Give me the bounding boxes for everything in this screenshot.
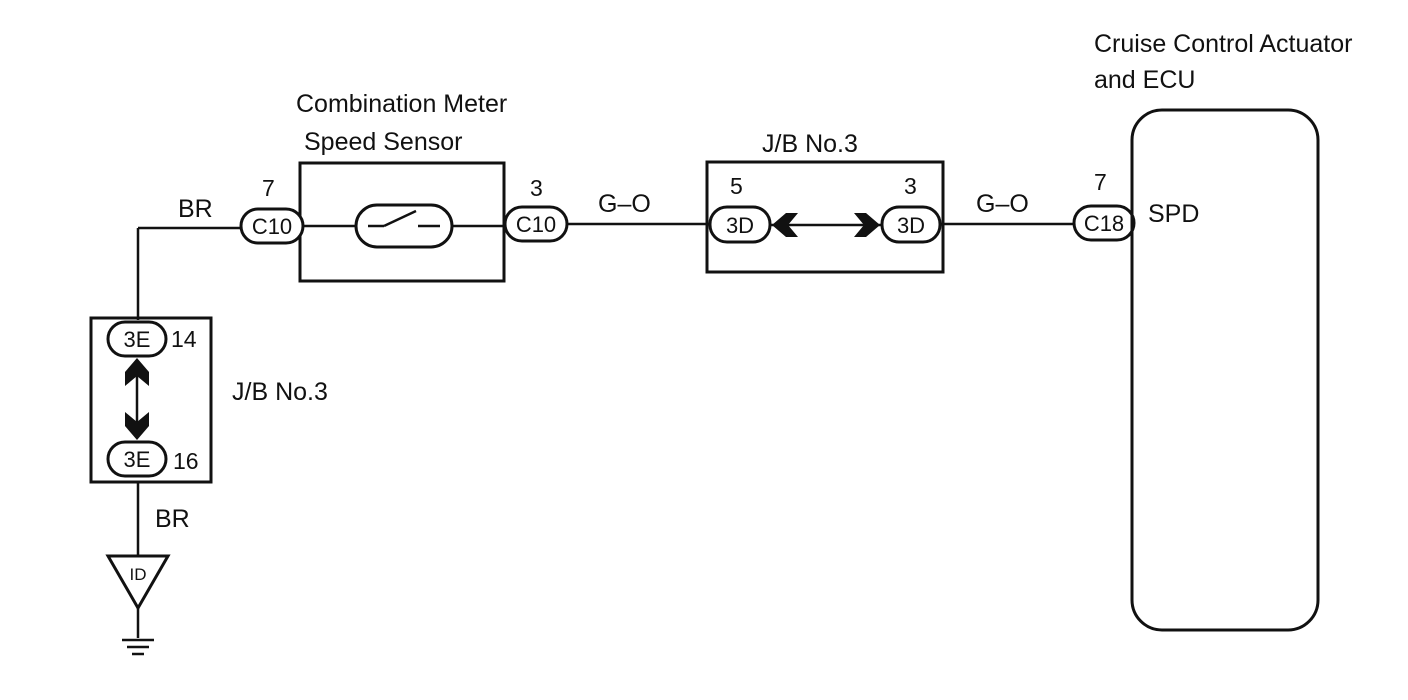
reed-switch-capsule bbox=[354, 203, 454, 249]
connector-c18-body bbox=[1072, 204, 1136, 242]
jb3d-right-arrow-icon bbox=[854, 213, 880, 237]
junction-block-top: J/B No.3 3D 5 3D 3 bbox=[705, 130, 945, 274]
connector-c18-code: C18 bbox=[1084, 211, 1124, 236]
connector-c10-right-pin: 3 bbox=[530, 175, 543, 201]
wire-label-br-top: BR bbox=[178, 195, 213, 223]
connector-c10-right-body bbox=[503, 205, 569, 243]
reed-switch-blade bbox=[383, 209, 417, 228]
connector-jb3e-bottom-body bbox=[106, 440, 168, 478]
ground-triangle-icon bbox=[105, 554, 171, 612]
connector-jb3e-bottom-code: 3E bbox=[124, 447, 151, 472]
connector-jb3e-top-body bbox=[106, 320, 168, 358]
jb-left-box bbox=[89, 316, 213, 484]
connector-jb3e-top-pin: 14 bbox=[171, 326, 197, 352]
connector-jb3d-left-code: 3D bbox=[726, 213, 754, 238]
connector-jb3e-top-code: 3E bbox=[124, 327, 151, 352]
wire-label-go-right: G–O bbox=[976, 190, 1029, 218]
wire-label-go-left: G–O bbox=[598, 190, 651, 218]
connector-c10-left: C10 7 bbox=[239, 175, 305, 245]
ground-point-label: ID bbox=[130, 565, 147, 584]
wires bbox=[135, 222, 1076, 556]
actuator-title-line2: and ECU bbox=[1094, 66, 1195, 94]
connector-c10-left-body bbox=[239, 207, 305, 245]
connector-c18: C18 7 bbox=[1072, 169, 1136, 242]
actuator-terminal-spd: SPD bbox=[1148, 200, 1199, 228]
connector-c10-right-code: C10 bbox=[516, 212, 556, 237]
combination-meter-speed-sensor: Combination Meter Speed Sensor bbox=[296, 90, 507, 283]
jb3e-top-arrow-icon bbox=[125, 358, 149, 386]
jb-left-label: J/B No.3 bbox=[232, 378, 328, 406]
ground-point: ID bbox=[105, 554, 171, 656]
connector-c18-pin: 7 bbox=[1094, 169, 1107, 195]
jb3e-bottom-arrow-icon bbox=[125, 412, 149, 440]
connector-jb3d-left-pin: 5 bbox=[730, 173, 743, 199]
connector-jb3d-left-body bbox=[708, 205, 772, 244]
meter-title-line2: Speed Sensor bbox=[304, 128, 462, 156]
connector-c10-left-pin: 7 bbox=[262, 175, 275, 201]
jb3d-left-arrow-icon bbox=[772, 213, 798, 237]
jb-top-label: J/B No.3 bbox=[762, 130, 858, 158]
actuator-title-line1: Cruise Control Actuator bbox=[1094, 30, 1352, 58]
connector-jb3d-right-body bbox=[880, 205, 942, 244]
connector-c10-right: C10 3 bbox=[503, 175, 569, 243]
connector-jb3d-right-pin: 3 bbox=[904, 173, 917, 199]
junction-block-left: J/B No.3 3E 14 3E 16 bbox=[89, 316, 328, 484]
cruise-control-actuator-ecu: Cruise Control Actuator and ECU SPD bbox=[1094, 30, 1352, 632]
connector-jb3d-right-code: 3D bbox=[897, 213, 925, 238]
connector-jb3e-bottom-pin: 16 bbox=[173, 448, 199, 474]
meter-title-line1: Combination Meter bbox=[296, 90, 507, 118]
jb-top-box bbox=[705, 160, 945, 274]
wire-label-br-bottom: BR bbox=[155, 505, 190, 533]
connector-c10-left-code: C10 bbox=[252, 214, 292, 239]
actuator-ecu-box bbox=[1130, 108, 1320, 632]
